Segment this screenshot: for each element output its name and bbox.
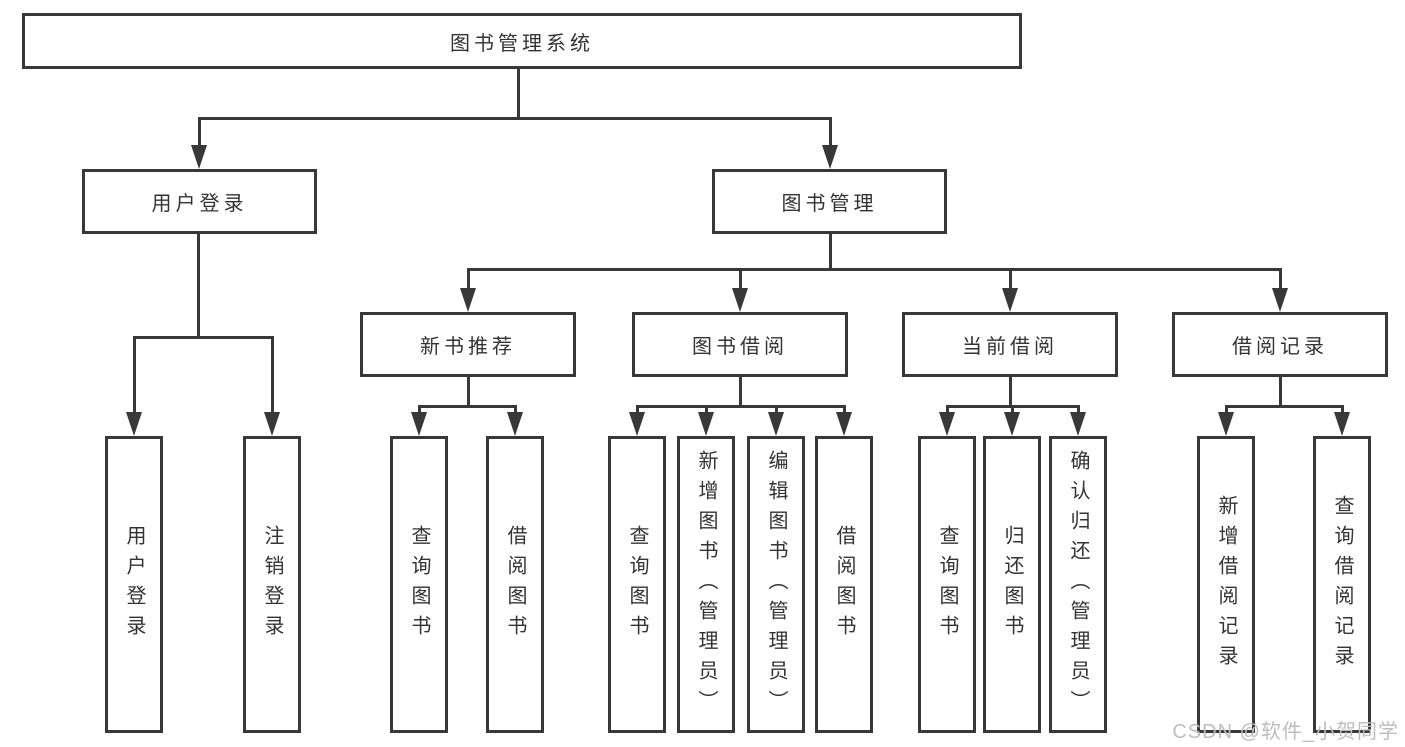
connector-stem-new-book-rec bbox=[466, 268, 470, 288]
connector-user-login-bus bbox=[132, 336, 274, 339]
arrow-down-icon bbox=[264, 412, 280, 436]
connector-stem-leaf bbox=[635, 405, 639, 412]
connector-new-book-rec-drop bbox=[466, 377, 470, 405]
connector-stem-leaf bbox=[513, 405, 517, 412]
connector-stem-leaf bbox=[1076, 405, 1080, 412]
connector-stem-book-borrow bbox=[738, 268, 742, 288]
arrow-down-icon bbox=[411, 412, 427, 436]
node-book-mgmt: 图书管理 bbox=[712, 169, 947, 234]
arrow-down-icon bbox=[732, 288, 748, 312]
arrow-down-icon bbox=[1218, 412, 1234, 436]
node-borrow-records: 借阅记录 bbox=[1172, 312, 1388, 377]
arrow-down-icon bbox=[126, 412, 142, 436]
node-leaf-return-books: 归还图书 bbox=[983, 436, 1041, 733]
connector-current-borrow-drop bbox=[1008, 377, 1012, 405]
arrow-down-icon bbox=[1334, 412, 1350, 436]
connector-stem-leaf bbox=[704, 405, 708, 412]
arrow-down-icon bbox=[460, 288, 476, 312]
connector-root-bus bbox=[197, 117, 832, 120]
connector-stem-leaf bbox=[945, 405, 949, 412]
node-leaf-logout: 注销登录 bbox=[243, 436, 301, 733]
node-leaf-query-books-borrow: 查询图书 bbox=[608, 436, 666, 733]
node-leaf-add-borrow-record: 新增借阅记录 bbox=[1197, 436, 1255, 733]
node-leaf-query-books-rec: 查询图书 bbox=[390, 436, 448, 733]
connector-stem-borrow-records bbox=[1278, 268, 1282, 288]
connector-book-borrow-drop bbox=[738, 377, 742, 405]
connector-book-mgmt-bus bbox=[466, 268, 1282, 271]
connector-stem-leaf bbox=[774, 405, 778, 412]
node-leaf-confirm-return-admin: 确认归还（管理员） bbox=[1049, 436, 1107, 733]
connector-borrow-records-bus bbox=[1224, 405, 1344, 408]
connector-stem-leaf bbox=[1010, 405, 1014, 412]
connector-root-drop bbox=[516, 69, 520, 117]
arrow-down-icon bbox=[836, 412, 852, 436]
arrow-down-icon bbox=[1070, 412, 1086, 436]
connector-stem-book-mgmt bbox=[828, 117, 832, 145]
connector-stem-leaf bbox=[1224, 405, 1228, 412]
node-leaf-edit-books-admin: 编辑图书（管理员） bbox=[747, 436, 805, 733]
node-leaf-query-books-current: 查询图书 bbox=[918, 436, 976, 733]
arrow-down-icon bbox=[822, 145, 838, 169]
arrow-down-icon bbox=[629, 412, 645, 436]
arrow-down-icon bbox=[939, 412, 955, 436]
node-leaf-borrow-books: 借阅图书 bbox=[815, 436, 873, 733]
arrow-down-icon bbox=[1002, 288, 1018, 312]
arrow-down-icon bbox=[1004, 412, 1020, 436]
node-leaf-borrow-books-rec: 借阅图书 bbox=[486, 436, 544, 733]
connector-stem-leaf bbox=[417, 405, 421, 412]
node-user-login: 用户登录 bbox=[82, 169, 317, 234]
node-book-borrow: 图书借阅 bbox=[632, 312, 848, 377]
csdn-watermark: CSDN @软件_小贺同学 bbox=[1172, 721, 1399, 743]
arrow-down-icon bbox=[507, 412, 523, 436]
connector-stem-current-borrow bbox=[1008, 268, 1012, 288]
connector-stem-leaf bbox=[842, 405, 846, 412]
connector-borrow-records-drop bbox=[1278, 377, 1282, 405]
connector-stem-leaf bbox=[1340, 405, 1344, 412]
connector-book-mgmt-drop bbox=[828, 234, 832, 268]
connector-stem-user-login bbox=[197, 117, 201, 145]
connector-user-login-drop bbox=[196, 234, 200, 336]
connector-stem-leaf-user-login bbox=[132, 336, 136, 412]
arrow-down-icon bbox=[191, 145, 207, 169]
arrow-down-icon bbox=[768, 412, 784, 436]
node-leaf-user-login: 用户登录 bbox=[105, 436, 163, 733]
connector-stem-leaf-logout bbox=[270, 336, 274, 412]
node-current-borrow: 当前借阅 bbox=[902, 312, 1118, 377]
arrow-down-icon bbox=[1272, 288, 1288, 312]
arrow-down-icon bbox=[698, 412, 714, 436]
connector-new-book-rec-bus bbox=[417, 405, 517, 408]
connector-book-borrow-bus bbox=[635, 405, 846, 408]
node-new-book-rec: 新书推荐 bbox=[360, 312, 576, 377]
node-leaf-add-books-admin: 新增图书（管理员） bbox=[677, 436, 735, 733]
node-root: 图书管理系统 bbox=[22, 13, 1022, 69]
node-leaf-query-borrow-record: 查询借阅记录 bbox=[1313, 436, 1371, 733]
